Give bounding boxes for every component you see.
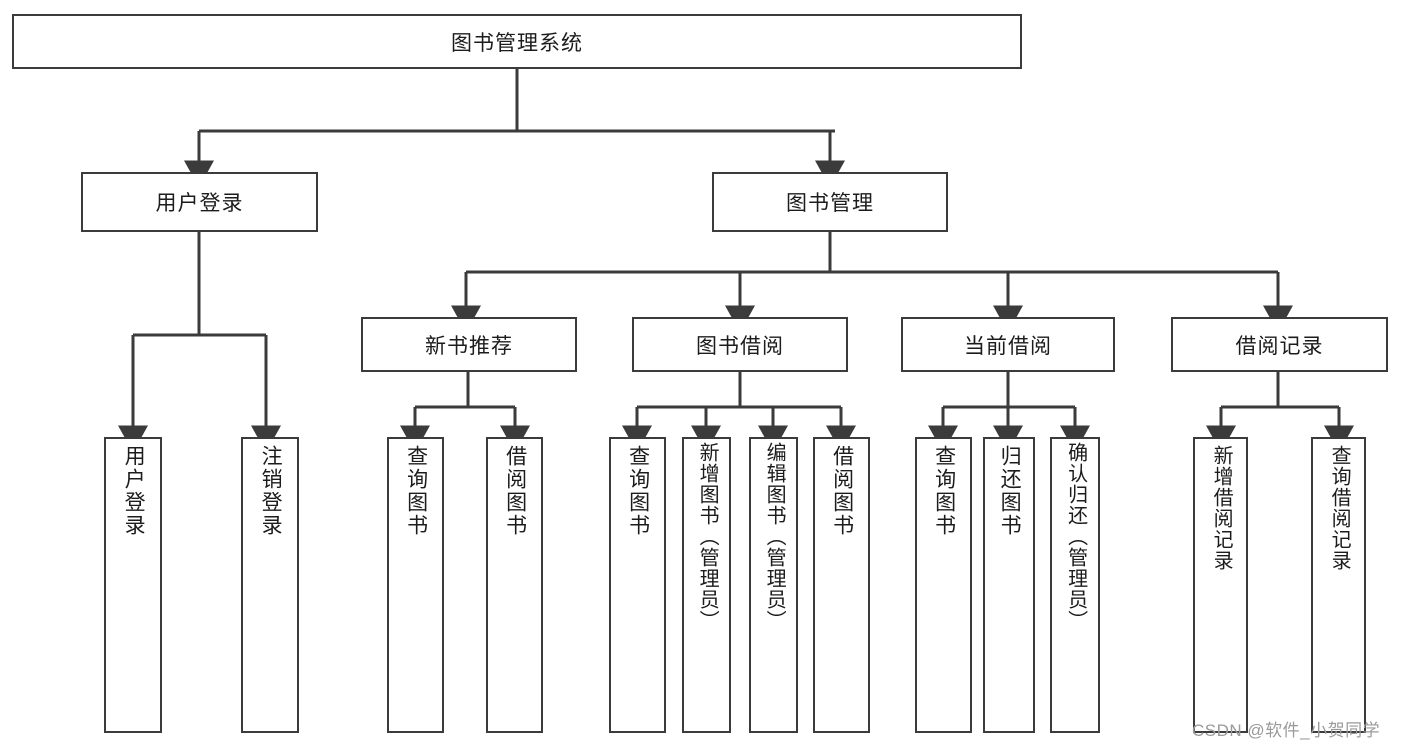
leaf-label: 借阅图书 — [830, 445, 854, 537]
node-label: 图书管理系统 — [451, 31, 583, 55]
leaf-label: 新增图书（管理员） — [696, 442, 719, 631]
leaf-return-book[interactable]: 归还图书 — [983, 437, 1035, 733]
leaf-label: 编辑图书（管理员） — [763, 442, 786, 631]
leaf-label: 查询借阅记录 — [1328, 445, 1351, 571]
leaf-borrow-book-recommend[interactable]: 借阅图书 — [486, 437, 543, 733]
node-label: 当前借阅 — [964, 334, 1052, 358]
leaf-label: 借阅图书 — [503, 445, 527, 537]
leaf-confirm-return-admin[interactable]: 确认归还（管理员） — [1050, 437, 1100, 733]
node-label: 图书借阅 — [696, 334, 784, 358]
node-current-borrow[interactable]: 当前借阅 — [901, 317, 1115, 372]
node-book-management[interactable]: 图书管理 — [712, 172, 948, 232]
leaf-label: 查询图书 — [404, 445, 428, 537]
leaf-query-book-recommend[interactable]: 查询图书 — [387, 437, 444, 733]
leaf-query-book-borrow[interactable]: 查询图书 — [609, 437, 666, 733]
leaf-label: 查询图书 — [626, 445, 650, 537]
csdn-watermark: CSDN @软件_小贺同学 — [1192, 721, 1381, 740]
leaf-user-login[interactable]: 用户登录 — [104, 437, 162, 733]
node-borrow-record[interactable]: 借阅记录 — [1171, 317, 1388, 372]
leaf-label: 确认归还（管理员） — [1064, 442, 1087, 631]
node-label: 借阅记录 — [1235, 334, 1324, 358]
node-user-login[interactable]: 用户登录 — [81, 172, 318, 232]
node-root-book-management-system[interactable]: 图书管理系统 — [12, 14, 1022, 69]
leaf-borrow-book[interactable]: 借阅图书 — [813, 437, 870, 733]
leaf-add-borrow-record[interactable]: 新增借阅记录 — [1193, 437, 1248, 733]
leaf-label: 查询图书 — [932, 445, 956, 537]
leaf-edit-book-admin[interactable]: 编辑图书（管理员） — [749, 437, 798, 733]
leaf-label: 新增借阅记录 — [1210, 445, 1233, 571]
node-new-book-recommend[interactable]: 新书推荐 — [361, 317, 577, 372]
leaf-label: 用户登录 — [122, 445, 146, 537]
node-label: 图书管理 — [786, 192, 874, 215]
node-label: 新书推荐 — [425, 334, 513, 358]
leaf-label: 注销登录 — [259, 445, 283, 537]
leaf-query-book-current[interactable]: 查询图书 — [915, 437, 972, 733]
leaf-logout[interactable]: 注销登录 — [241, 437, 299, 733]
leaf-label: 归还图书 — [998, 445, 1022, 537]
node-label: 用户登录 — [155, 192, 244, 215]
node-book-borrow[interactable]: 图书借阅 — [632, 317, 848, 372]
leaf-query-borrow-record[interactable]: 查询借阅记录 — [1311, 437, 1366, 733]
leaf-add-book-admin[interactable]: 新增图书（管理员） — [682, 437, 731, 733]
